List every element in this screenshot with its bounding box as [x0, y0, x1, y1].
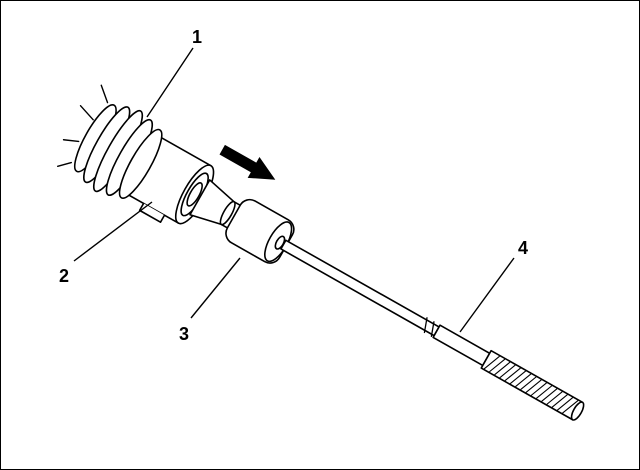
callout-1-leader: [146, 47, 194, 118]
rod-tick-mark: [423, 317, 428, 334]
boot-bellows: [73, 104, 163, 199]
housing-inner-detail: [186, 182, 203, 207]
neck-step-ring: [219, 200, 236, 226]
callout-1-label: 1: [192, 27, 202, 47]
sketch-line: [79, 104, 94, 121]
callout-3-label: 3: [179, 324, 189, 344]
rod-tick-mark: [430, 321, 435, 338]
direction-arrow-icon: [219, 144, 276, 180]
splined-end: [480, 349, 585, 421]
sketch-line: [56, 161, 73, 168]
callout-3-leader: [190, 257, 241, 319]
callout-4-label: 4: [518, 238, 528, 258]
boot-sketch-marks: [56, 84, 109, 168]
spline-tip-face: [570, 401, 585, 421]
sketch-line: [62, 139, 80, 143]
shaft-assembly-drawing: [56, 84, 585, 421]
callout-leaders: [73, 47, 515, 333]
housing-bottom-notch: [138, 202, 166, 223]
callout-labels: 1 2 3 4: [59, 27, 528, 344]
sketch-line: [100, 84, 109, 104]
boot-rib: [118, 128, 163, 199]
callout-2-label: 2: [59, 266, 69, 286]
spline-hatching: [483, 355, 579, 414]
callout-2-leader: [73, 201, 153, 262]
callout-4-leader: [459, 257, 515, 333]
